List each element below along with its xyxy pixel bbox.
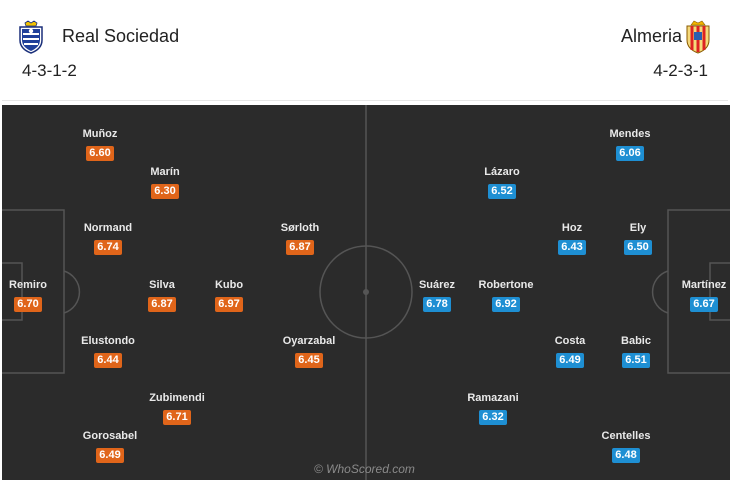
player-name[interactable]: Kubo [214, 279, 244, 291]
player-name[interactable]: Ramazani [467, 392, 519, 404]
player-rating-badge: 6.97 [215, 297, 243, 312]
home-player[interactable]: Remiro 6.70 [2, 278, 73, 312]
player-name[interactable]: Muñoz [82, 128, 118, 140]
away-player[interactable]: Mendes 6.06 [585, 127, 675, 161]
player-name[interactable]: Babic [621, 335, 651, 347]
home-player[interactable]: Normand 6.74 [63, 221, 153, 255]
player-rating-badge: 6.48 [612, 448, 640, 463]
away-player[interactable]: Suárez 6.78 [392, 278, 482, 312]
home-team-name[interactable]: Real Sociedad [62, 26, 180, 46]
home-player[interactable]: Gorosabel 6.49 [65, 429, 155, 463]
player-name[interactable]: Centelles [601, 430, 651, 442]
away-player[interactable]: Hoz 6.43 [527, 221, 617, 255]
player-rating-badge: 6.52 [488, 184, 516, 199]
player-name[interactable]: Elustondo [81, 335, 135, 347]
away-player[interactable]: Centelles 6.48 [581, 429, 671, 463]
player-name[interactable]: Normand [83, 222, 133, 234]
player-name[interactable]: Robertone [478, 279, 534, 291]
player-name[interactable]: Hoz [561, 222, 583, 234]
player-name[interactable]: Costa [554, 335, 586, 347]
player-name[interactable]: Martínez [681, 279, 727, 291]
player-name[interactable]: Zubimendi [149, 392, 205, 404]
almeria-crest-icon [686, 20, 710, 54]
pitch-markings [2, 105, 730, 480]
away-player[interactable]: Ely 6.50 [593, 221, 683, 255]
player-name[interactable]: Mendes [609, 128, 651, 140]
home-player[interactable]: Muñoz 6.60 [55, 127, 145, 161]
player-name[interactable]: Lázaro [484, 166, 520, 178]
player-rating-badge: 6.74 [94, 240, 122, 255]
player-name[interactable]: Remiro [9, 279, 47, 291]
player-rating-badge: 6.87 [286, 240, 314, 255]
player-rating-badge: 6.44 [94, 353, 122, 368]
player-name[interactable]: Silva [149, 279, 175, 291]
away-player[interactable]: Lázaro 6.52 [457, 165, 547, 199]
player-rating-badge: 6.32 [479, 410, 507, 425]
player-name[interactable]: Sørloth [280, 222, 320, 234]
player-rating-badge: 6.50 [624, 240, 652, 255]
home-player[interactable]: Marín 6.30 [120, 165, 210, 199]
away-player[interactable]: Martínez 6.67 [659, 278, 730, 312]
player-rating-badge: 6.51 [622, 353, 650, 368]
player-rating-badge: 6.45 [295, 353, 323, 368]
home-player[interactable]: Kubo 6.97 [184, 278, 274, 312]
player-name[interactable]: Oyarzabal [282, 335, 336, 347]
real-sociedad-crest-icon [19, 20, 43, 54]
player-rating-badge: 6.30 [151, 184, 179, 199]
home-player[interactable]: Sørloth 6.87 [255, 221, 345, 255]
player-rating-badge: 6.87 [148, 297, 176, 312]
lineup-header: Real Sociedad 4-3-1-2 Almeria 4-2-3-1 [2, 0, 728, 101]
home-player[interactable]: Silva 6.87 [117, 278, 207, 312]
away-player[interactable]: Robertone 6.92 [461, 278, 551, 312]
player-rating-badge: 6.60 [86, 146, 114, 161]
player-name[interactable]: Gorosabel [82, 430, 138, 442]
home-player[interactable]: Zubimendi 6.71 [132, 391, 222, 425]
away-player[interactable]: Babic 6.51 [591, 334, 681, 368]
player-rating-badge: 6.78 [423, 297, 451, 312]
watermark: © WhoScored.com [314, 462, 415, 476]
away-player[interactable]: Costa 6.49 [525, 334, 615, 368]
player-name[interactable]: Ely [629, 222, 647, 234]
player-rating-badge: 6.43 [558, 240, 586, 255]
player-rating-badge: 6.49 [556, 353, 584, 368]
away-team-name[interactable]: Almeria [620, 26, 682, 46]
player-name[interactable]: Suárez [418, 279, 456, 291]
player-rating-badge: 6.06 [616, 146, 644, 161]
player-rating-badge: 6.70 [14, 297, 42, 312]
home-player[interactable]: Elustondo 6.44 [63, 334, 153, 368]
home-player[interactable]: Oyarzabal 6.45 [264, 334, 354, 368]
home-team-formation: 4-3-1-2 [22, 61, 77, 80]
player-rating-badge: 6.92 [492, 297, 520, 312]
away-team-formation: 4-2-3-1 [653, 61, 708, 80]
player-rating-badge: 6.49 [96, 448, 124, 463]
player-rating-badge: 6.67 [690, 297, 718, 312]
player-name[interactable]: Marín [150, 166, 180, 178]
away-player[interactable]: Ramazani 6.32 [448, 391, 538, 425]
player-rating-badge: 6.71 [163, 410, 191, 425]
